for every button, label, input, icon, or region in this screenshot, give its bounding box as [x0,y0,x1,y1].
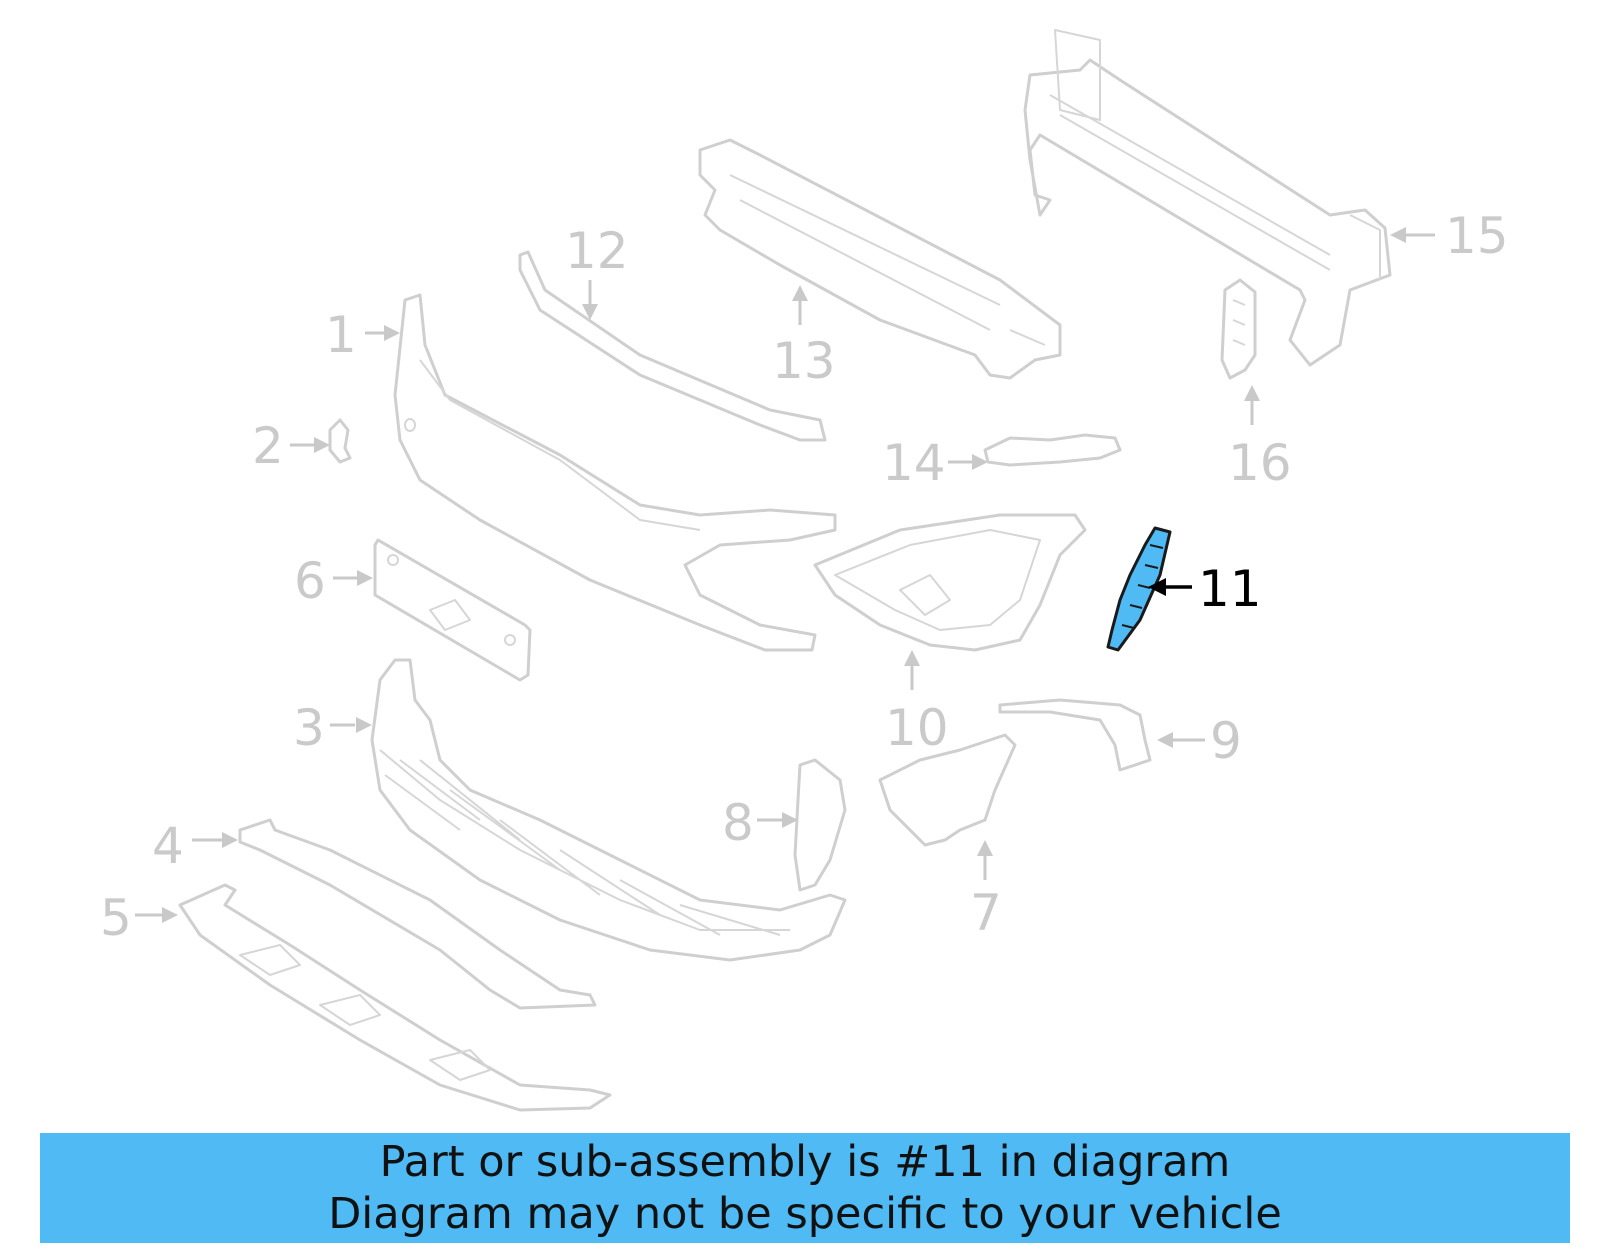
callout-16-number: 16 [1228,434,1292,492]
callout-1-number: 1 [325,306,357,364]
callout-15-number: 15 [1445,207,1509,265]
callout-13: 13 [772,285,836,390]
callout-6: 6 [294,552,373,610]
part-14-bracket [983,433,1122,467]
callout-10: 10 [885,650,949,757]
callout-7-number: 7 [970,884,1002,942]
callout-6-number: 6 [294,552,326,610]
part-3-grille [370,658,847,962]
callout-5: 5 [100,889,178,947]
callout-4: 4 [152,817,238,875]
callout-2: 2 [252,417,330,475]
part-15-reinforcement-beam [1023,29,1392,367]
part-2-clip [328,418,352,464]
callout-9-number: 9 [1210,712,1242,770]
parts-diagram: 1 2 3 4 5 6 7 8 9 10 [100,29,1509,1112]
callout-4-number: 4 [152,817,184,875]
part-13-absorber [698,138,1062,380]
callout-1: 1 [325,306,400,364]
callout-11-number: 11 [1198,560,1262,618]
callout-14: 14 [882,434,988,492]
callout-8-number: 8 [722,794,754,852]
callout-15: 15 [1390,207,1509,265]
part-11-highlighted-strip [1106,526,1172,652]
callout-8: 8 [722,794,798,852]
part-8-fog-cover [793,758,847,892]
callout-16: 16 [1228,385,1292,492]
banner-line-2: Diagram may not be specific to your vehi… [328,1189,1282,1239]
callout-7: 7 [970,840,1002,942]
callout-3-number: 3 [293,699,325,757]
part-10-bezel [813,513,1087,652]
part-5-skid-plate [178,883,612,1112]
part-6-plate-bracket [373,538,532,682]
part-1-bumper-cover [393,293,837,652]
callout-5-number: 5 [100,889,132,947]
callout-10-number: 10 [885,699,949,757]
callout-12: 12 [565,222,629,320]
callout-2-number: 2 [252,417,284,475]
callout-9: 9 [1157,712,1242,770]
part-12-trim-strip [518,250,827,442]
info-banner: Part or sub-assembly is #11 in diagram D… [40,1133,1570,1243]
callout-14-number: 14 [882,434,946,492]
part-16-bracket [1220,278,1257,380]
callout-3: 3 [293,699,372,757]
part-9-trim [998,698,1152,772]
callout-12-number: 12 [565,222,629,280]
banner-line-1: Part or sub-assembly is #11 in diagram [379,1137,1231,1187]
callout-11: 11 [1148,560,1262,618]
part-4-lower-strip [238,818,597,1010]
callout-13-number: 13 [772,332,836,390]
part-7-bezel [878,733,1017,847]
